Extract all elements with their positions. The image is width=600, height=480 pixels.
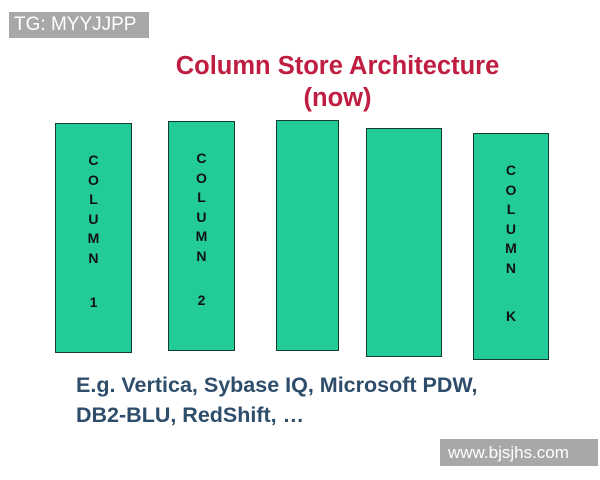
column-word-2: C O L U M N (195, 150, 208, 264)
tag-label: TG: MYYJJPP (9, 12, 149, 38)
slide-title-line2: (now) (303, 84, 372, 112)
column-rect-4 (366, 128, 442, 357)
column-word-k: C O L U M N (505, 162, 517, 276)
column-number-k: K (505, 308, 517, 324)
slide-title-line1: Column Store Architecture (175, 52, 500, 80)
column-rect-1: C O L U M N 1 (55, 123, 132, 353)
column-rect-2: C O L U M N 2 (168, 121, 235, 351)
watermark-label: www.bjsjhs.com (440, 439, 598, 466)
examples-caption-line1: E.g. Vertica, Sybase IQ, Microsoft PDW, (76, 373, 478, 397)
column-rect-k: C O L U M N K (473, 133, 549, 360)
column-rect-3 (276, 120, 339, 351)
column-word-1: C O L U M N (87, 152, 100, 266)
examples-caption: E.g. Vertica, Sybase IQ, Microsoft PDW, … (76, 371, 477, 430)
column-number-1: 1 (89, 294, 98, 310)
column-number-2: 2 (197, 292, 206, 308)
examples-caption-line2: DB2-BLU, RedShift, … (76, 402, 305, 427)
slide-title: Column Store Architecture (now) (100, 50, 575, 114)
